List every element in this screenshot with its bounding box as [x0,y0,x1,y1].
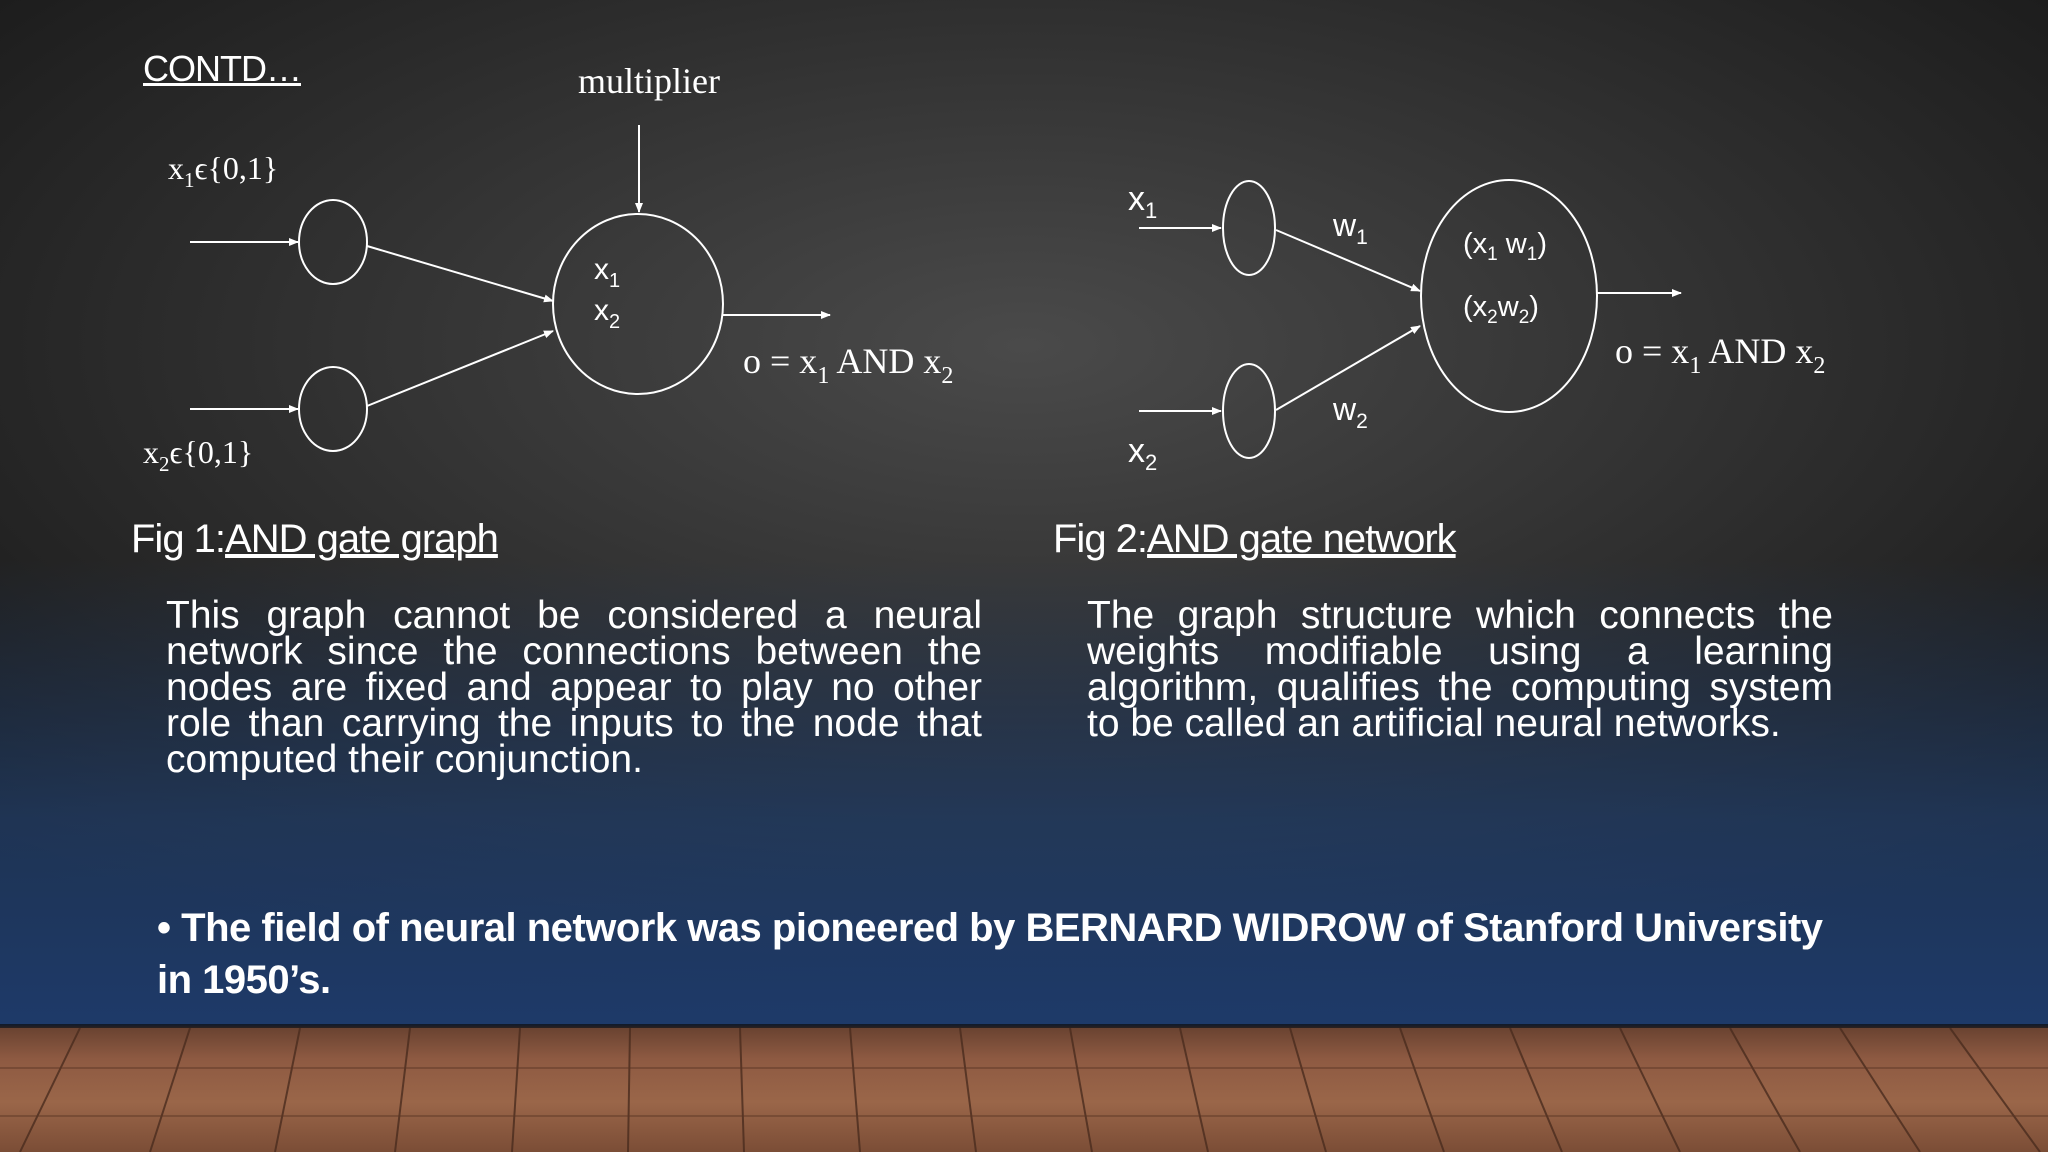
fig2-labels: x1 x2 w1 w2 (x1 w1) (x2w2) o = x1 AND x2 [1128,180,1825,475]
fig1-output-node [552,213,724,395]
fig1-caption: Fig 1:AND gate graph [131,517,499,562]
fig1-multiplier-label: multiplier [578,61,720,101]
fig1-labels: multiplier x1ϵ{0,1} x2ϵ{0,1} x1 x2 o = x… [143,61,953,476]
fig1-edge2 [366,330,554,407]
fig2-caption: Fig 2:AND gate network [1053,517,1457,562]
fig2-description: The graph structure which connects the w… [1087,594,1833,745]
fig1-input2-node [298,366,368,452]
fig2-input2-node [1222,363,1276,459]
fig2-edge1 [1275,229,1421,292]
fig1-caption-title: AND gate graph [225,517,499,561]
fig2-output-node [1420,179,1598,413]
fig1-diagram [190,125,831,452]
fig2-diagram [1139,179,1682,459]
fig2-input2-label: x2 [1128,432,1157,475]
fig1-node-x2: x2 [594,294,620,333]
background-blue-glow [0,560,2048,1030]
fig1-output-label: o = x1 AND x2 [743,341,953,389]
fig2-edge2 [1275,325,1421,411]
floor-planks [0,1028,2048,1152]
fig1-input1-node [298,199,368,285]
fig1-description: This graph cannot be considered a neural… [166,594,982,781]
slide-title: CONTD… [143,48,302,89]
fig1-edge1 [366,245,554,303]
bullet-point: • The field of neural network was pionee… [157,902,1857,1006]
wooden-floor [0,1028,2048,1152]
fig2-caption-prefix: Fig 2: [1053,517,1148,561]
bullet-symbol: • [157,906,171,950]
fig2-weight1-label: w1 [1332,207,1368,249]
fig2-output-label: o = x1 AND x2 [1615,331,1825,379]
fig1-input2-label: x2ϵ{0,1} [143,434,253,476]
fig2-node-x2w2: (x2w2) [1463,291,1539,328]
fig2-input1-node [1222,180,1276,276]
fig1-input1-label: x1ϵ{0,1} [168,150,278,192]
fig2-node-x1w1: (x1 w1) [1463,228,1547,265]
fig2-caption-title: AND gate network [1147,517,1457,561]
fig2-weight2-label: w2 [1332,391,1368,433]
bullet-text: The field of neural network was pioneere… [157,906,1823,1002]
fig1-caption-prefix: Fig 1: [131,517,226,561]
floor-edge [0,1024,2048,1030]
fig1-node-x1: x1 [594,253,620,292]
fig2-input1-label: x1 [1128,180,1157,223]
